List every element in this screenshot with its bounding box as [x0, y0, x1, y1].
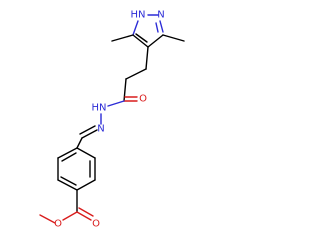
- bond-c5-n1: [132, 20, 139, 36]
- atom-amide-nh: HN: [92, 103, 107, 114]
- bond-carbonyl-nh: [107, 100, 125, 107]
- bond-c4-c5-double: [135, 33, 148, 43]
- bond-methyl-right: [162, 34, 185, 42]
- atom-imine-n: N: [97, 124, 104, 135]
- bond-ester-carbonyl-o-double: [78, 207, 94, 217]
- bond-ring-1-2: [76, 147, 96, 159]
- atom-carbonyl-o: O: [139, 94, 147, 105]
- chemical-structure-diagram: HN N O HN N O O: [39, 10, 185, 230]
- bond-o-methyl: [39, 214, 56, 224]
- bond-ring-4-5: [57, 179, 78, 191]
- bond-ester-carbonyl-o: [76, 211, 92, 221]
- bond-ch2-carbonyl: [123, 78, 127, 102]
- bond-ch-ring: [76, 137, 83, 149]
- bond-ring-6-1-double: [61, 152, 77, 162]
- atom-pyrazole-nh: HN: [131, 10, 146, 21]
- pyrazole-ring: [132, 14, 164, 48]
- atom-ester-o: O: [54, 219, 62, 230]
- bond-n2-c3: [159, 20, 164, 33]
- bond-methyl-left: [111, 34, 134, 42]
- atom-ester-carbonyl-o: O: [92, 219, 100, 230]
- bond-n2-c3-double: [155, 22, 159, 33]
- bond-ring-4-5-double: [60, 176, 77, 186]
- bond-c4-c5: [132, 34, 149, 48]
- bond-c3-c4: [147, 34, 164, 48]
- benzene-ring: [57, 137, 96, 191]
- bond-ring-3-4: [76, 179, 96, 191]
- bond-n-ch-double: [79, 125, 96, 135]
- bond-c4-ch2: [145, 46, 149, 70]
- bond-ring-6-1: [57, 147, 78, 159]
- atom-pyrazole-n: N: [157, 10, 164, 21]
- bond-ester-o: [62, 211, 78, 221]
- bond-ch2-ch2: [125, 68, 147, 80]
- bond-n-ch: [81, 129, 98, 139]
